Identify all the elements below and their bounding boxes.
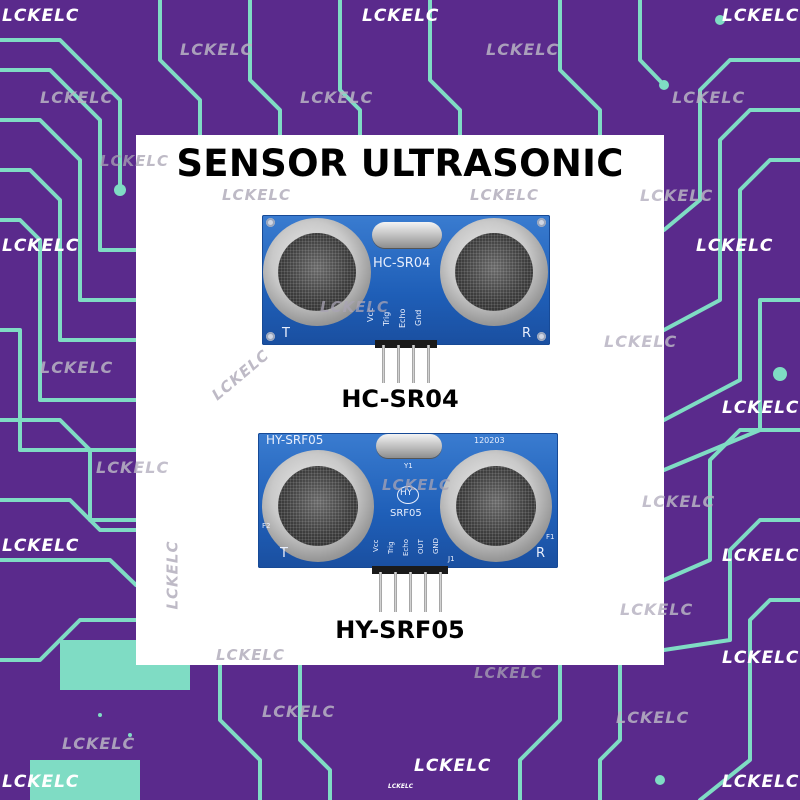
watermark: LCKELC [470,186,540,204]
watermark: LCKELC [40,358,114,377]
watermark: LCKELC [40,88,114,107]
watermark: LCKELC [222,186,292,204]
watermark: LCKELC [616,708,690,727]
watermark: LCKELC [722,772,800,792]
watermark: LCKELC [672,88,746,107]
watermark: LCKELC [2,772,80,792]
watermark: LCKELC [722,6,800,26]
watermark: LCKELC [216,646,286,664]
watermark: LCKELC [262,702,336,721]
watermark: LCKELC [604,332,678,351]
watermark: LCKELC [722,648,800,668]
watermark: LCKELC [722,546,800,566]
watermark: LCKELC [180,40,254,59]
watermark: LCKELC [2,6,80,26]
watermark: LCKELC [722,398,800,418]
watermark: LCKELC [620,600,694,619]
watermark: LCKELC [382,476,452,494]
sensor-label-hy-srf05: HY-SRF05 [335,616,465,644]
watermark: LCKELC [163,540,182,610]
watermark: LCKELC [640,186,714,205]
watermark: LCKELC [474,664,544,682]
watermark: LCKELC [486,40,560,59]
watermark: LCKELC [362,6,440,26]
watermark: LCKELC [96,458,170,477]
watermark: LCKELC [2,236,80,256]
page-title: SENSOR ULTRASONIC [176,142,624,185]
watermark: LCKELC [100,152,170,170]
sensor-label-hc-sr04: HC-SR04 [341,385,459,413]
watermark: LCKELC [62,734,136,753]
watermark: LCKELC [642,492,716,511]
watermark: LCKELC [320,298,390,316]
watermark: LCKELC [2,536,80,556]
watermark: LCKELC [388,783,414,790]
watermark: LCKELC [300,88,374,107]
watermark: LCKELC [696,236,774,256]
watermark: LCKELC [414,756,492,776]
